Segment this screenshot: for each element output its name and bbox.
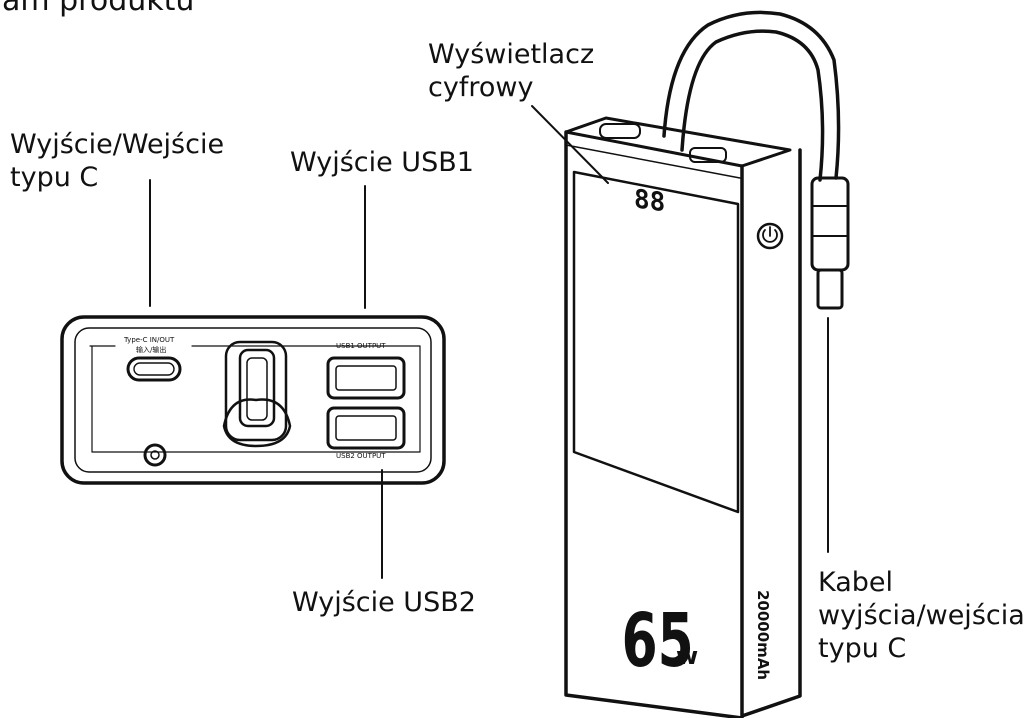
display-readout: 88 <box>634 184 665 218</box>
front-panel <box>60 315 446 485</box>
label-usb1: Wyjście USB1 <box>290 147 474 178</box>
label-display-line1: Wyświetlacz <box>428 39 595 70</box>
label-usb2: Wyjście USB2 <box>292 587 476 618</box>
power-unit: w <box>676 642 698 670</box>
label-typec-io-line2: typu C <box>10 162 99 193</box>
port-label-usb2: USB2 OUTPUT <box>336 452 386 460</box>
power-button-side <box>756 222 784 250</box>
powerbank-body <box>564 116 802 718</box>
cable-plug-housing <box>810 176 850 272</box>
label-cable-line1: Kabel <box>818 567 894 598</box>
cable-plug-tip <box>816 268 844 310</box>
typec-cable <box>662 10 850 310</box>
port-label-typec-line1: Type-C IN/OUT <box>123 336 175 344</box>
capacity-label: 20000mAh <box>754 590 772 680</box>
power-button-front <box>143 443 167 467</box>
label-typec-io: Wyjście/Wejście typu C <box>10 128 224 194</box>
usb1-port <box>326 356 406 400</box>
cable-slot-frame <box>224 340 288 442</box>
label-cable: Kabel wyjścia/wejścia typu C <box>818 566 1025 665</box>
label-cable-line2: wyjścia/wejścia <box>818 600 1025 631</box>
label-display: Wyświetlacz cyfrowy <box>428 38 594 104</box>
typec-port <box>126 356 182 382</box>
power-rating: 65 <box>622 599 694 685</box>
port-label-typec-line2: 输入/输出 <box>136 345 166 354</box>
screen-panel <box>572 170 740 514</box>
leader-display <box>531 105 609 184</box>
label-display-line2: cyfrowy <box>428 72 534 103</box>
port-label-usb1: USB1 OUTPUT <box>336 342 386 350</box>
diagram-title-fragment: am produktu <box>2 0 195 18</box>
usb2-port <box>326 406 406 450</box>
label-cable-line3: typu C <box>818 633 907 664</box>
label-typec-io-line1: Wyjście/Wejście <box>10 129 225 160</box>
